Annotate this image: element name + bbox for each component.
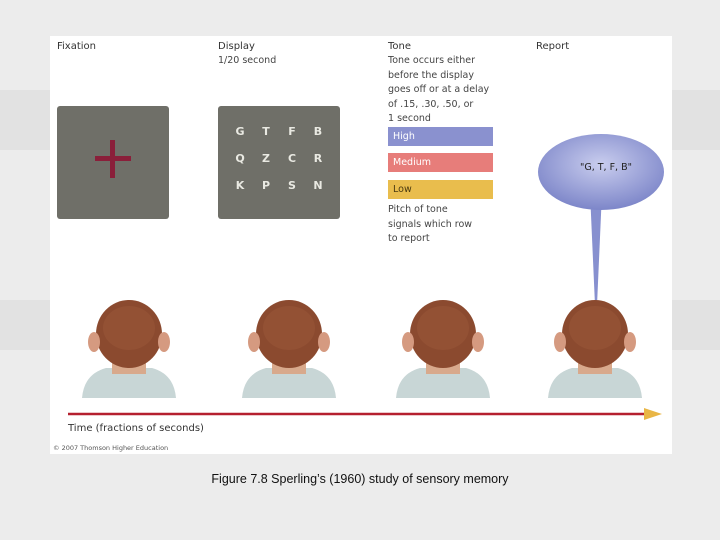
- display-heading: Display: [218, 41, 255, 52]
- tone-description-line: goes off or at a delay: [388, 84, 490, 95]
- tone-note-line: Pitch of tone: [388, 204, 448, 215]
- letter-row: Q Z C R: [224, 145, 334, 172]
- tone-bar-high: High: [388, 127, 493, 146]
- tone-description-line: Tone occurs either: [388, 55, 476, 66]
- letter: Z: [262, 152, 270, 165]
- letter: K: [235, 179, 245, 192]
- letter: T: [262, 125, 270, 138]
- tone-description-line: 1 second: [388, 113, 431, 124]
- figure-panel: Fixation Display 1/20 second Tone Report…: [50, 36, 672, 454]
- letter: N: [313, 179, 323, 192]
- reported-letters: "G, T, F, B": [579, 162, 632, 173]
- fixation-cross-icon: [95, 156, 131, 161]
- tone-pitch-note: Pitch of tone signals which row to repor…: [388, 203, 472, 247]
- copyright-notice: © 2007 Thomson Higher Education: [53, 444, 169, 452]
- letter: G: [235, 125, 245, 138]
- letter: C: [287, 152, 297, 165]
- person-head-icon: [242, 300, 336, 398]
- person-head-icon: [396, 300, 490, 398]
- letter: P: [261, 179, 271, 192]
- tone-description-line: before the display: [388, 69, 474, 81]
- letter-row: K P S N: [224, 172, 334, 199]
- speech-bubble-body: [538, 134, 664, 210]
- letter-row: G T F B: [224, 118, 334, 145]
- speech-bubble: [538, 134, 664, 328]
- tone-note-line: signals which row: [388, 218, 473, 230]
- tone-description-line: of .15, .30, .50, or: [388, 98, 474, 110]
- tone-description: Tone occurs either before the display go…: [388, 54, 489, 127]
- timeline-arrow: [68, 408, 662, 420]
- tone-heading: Tone: [388, 41, 412, 52]
- person-head-icon: [82, 300, 176, 398]
- letter: Q: [235, 152, 245, 165]
- letter: R: [313, 152, 323, 165]
- tone-bar-medium: Medium: [388, 153, 493, 172]
- display-duration: 1/20 second: [218, 55, 277, 66]
- tone-bar-low: Low: [388, 180, 493, 199]
- speech-bubble-tail: [590, 192, 602, 328]
- fixation-box: [57, 106, 169, 219]
- timeline-label: Time (fractions of seconds): [68, 423, 204, 434]
- report-heading: Report: [536, 41, 570, 52]
- letter: F: [288, 125, 296, 138]
- fixation-heading: Fixation: [57, 41, 97, 52]
- tone-note-line: to report: [388, 233, 430, 244]
- letter: B: [313, 125, 323, 138]
- letter: S: [288, 179, 296, 192]
- letter-matrix: G T F B Q Z C R K P S N: [224, 118, 334, 199]
- figure-caption: Figure 7.8 Sperling’s (1960) study of se…: [211, 472, 509, 486]
- letter-display-box: G T F B Q Z C R K P S N: [218, 106, 340, 219]
- person-head-icon: [548, 300, 642, 398]
